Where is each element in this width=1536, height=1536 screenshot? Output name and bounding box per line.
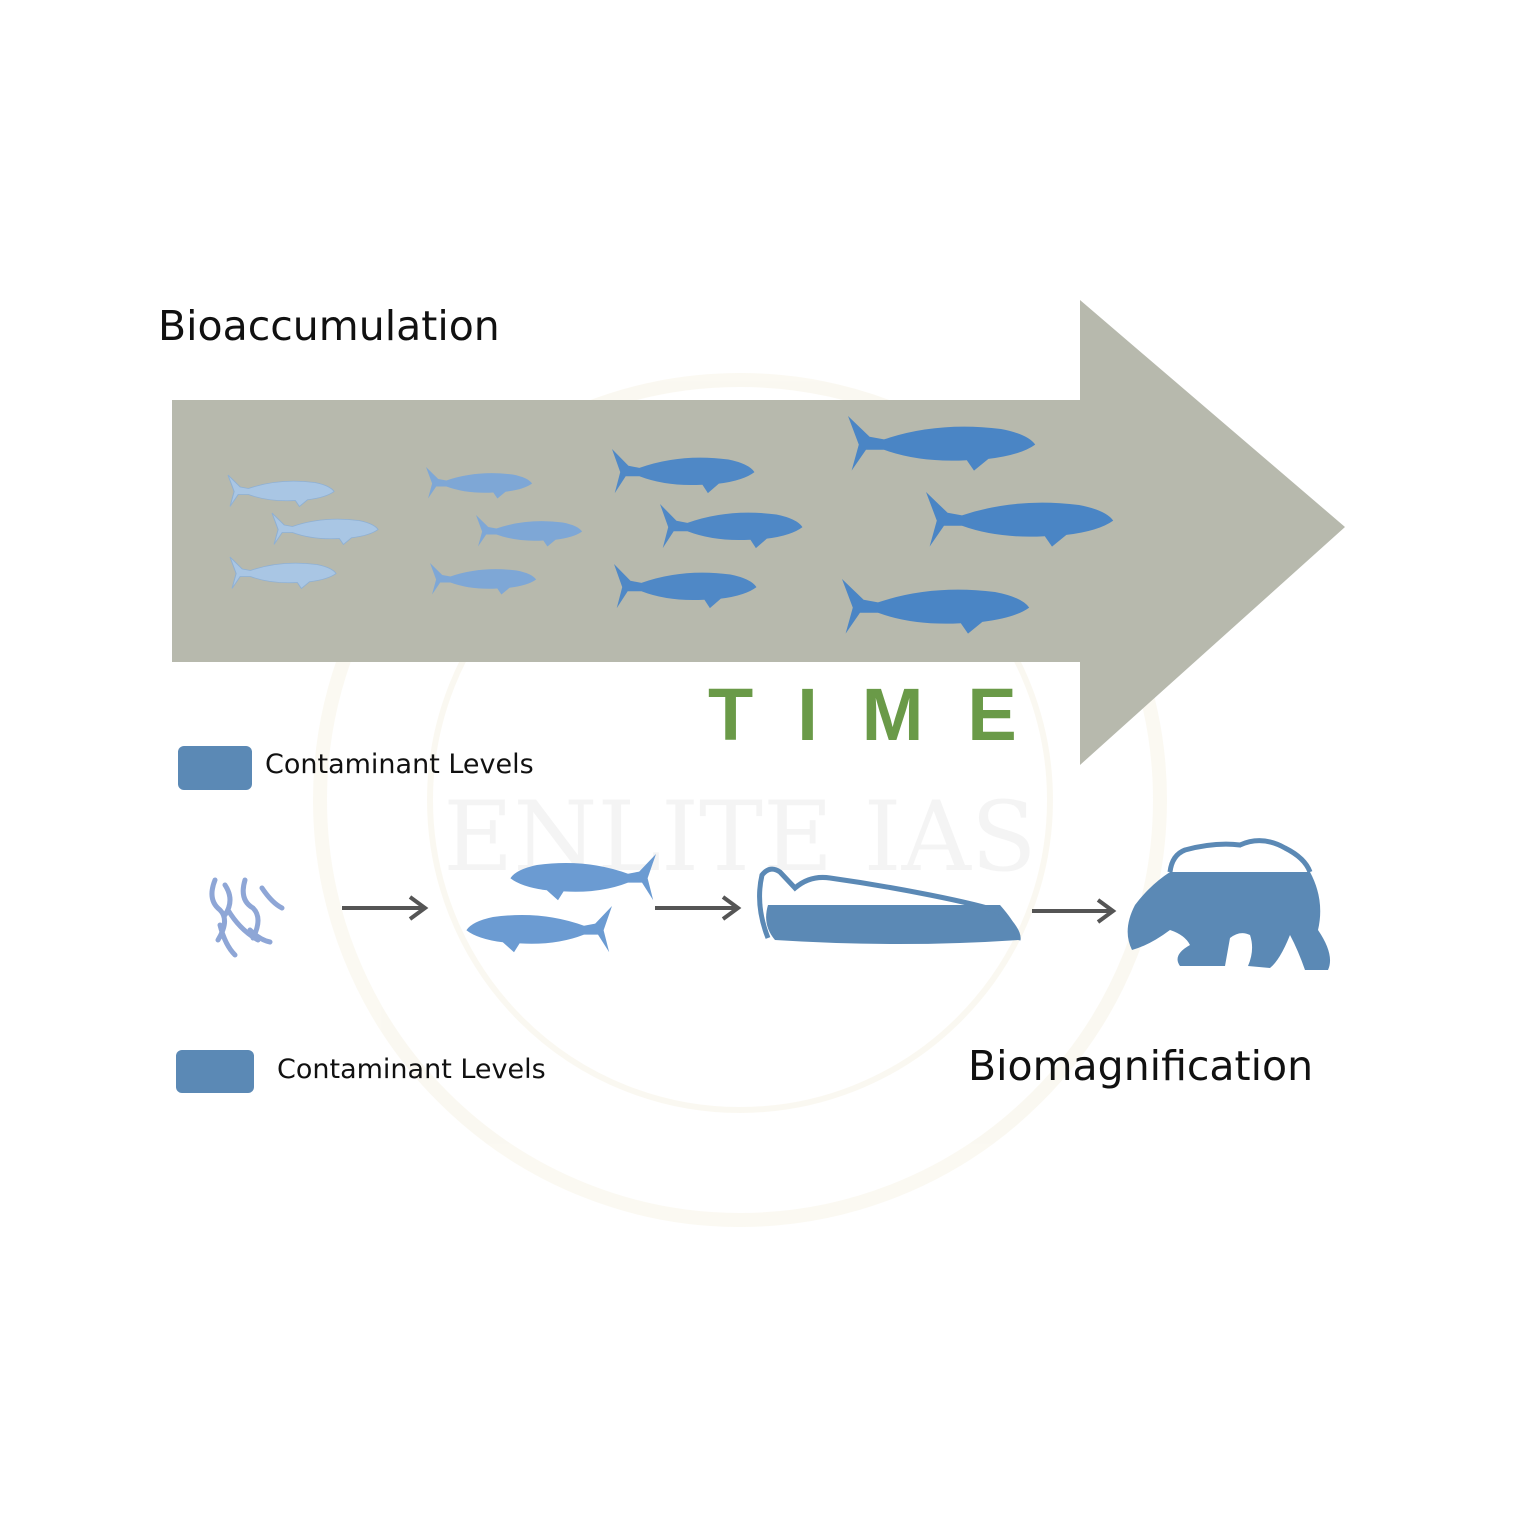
arrow-icon xyxy=(342,895,1117,924)
bioaccumulation-title: Bioaccumulation xyxy=(158,302,500,350)
plankton-icon xyxy=(209,877,285,958)
biomagnification-title: Biomagnification xyxy=(968,1042,1314,1090)
seal-icon xyxy=(757,866,1021,944)
legend-swatch xyxy=(178,746,252,790)
time-label: TIME xyxy=(708,673,1061,756)
legend-label: Contaminant Levels xyxy=(265,749,534,780)
polar-bear-icon xyxy=(1127,838,1331,970)
legend-label: Contaminant Levels xyxy=(277,1054,546,1085)
fish-icon xyxy=(466,906,612,953)
legend-swatch xyxy=(176,1050,254,1093)
